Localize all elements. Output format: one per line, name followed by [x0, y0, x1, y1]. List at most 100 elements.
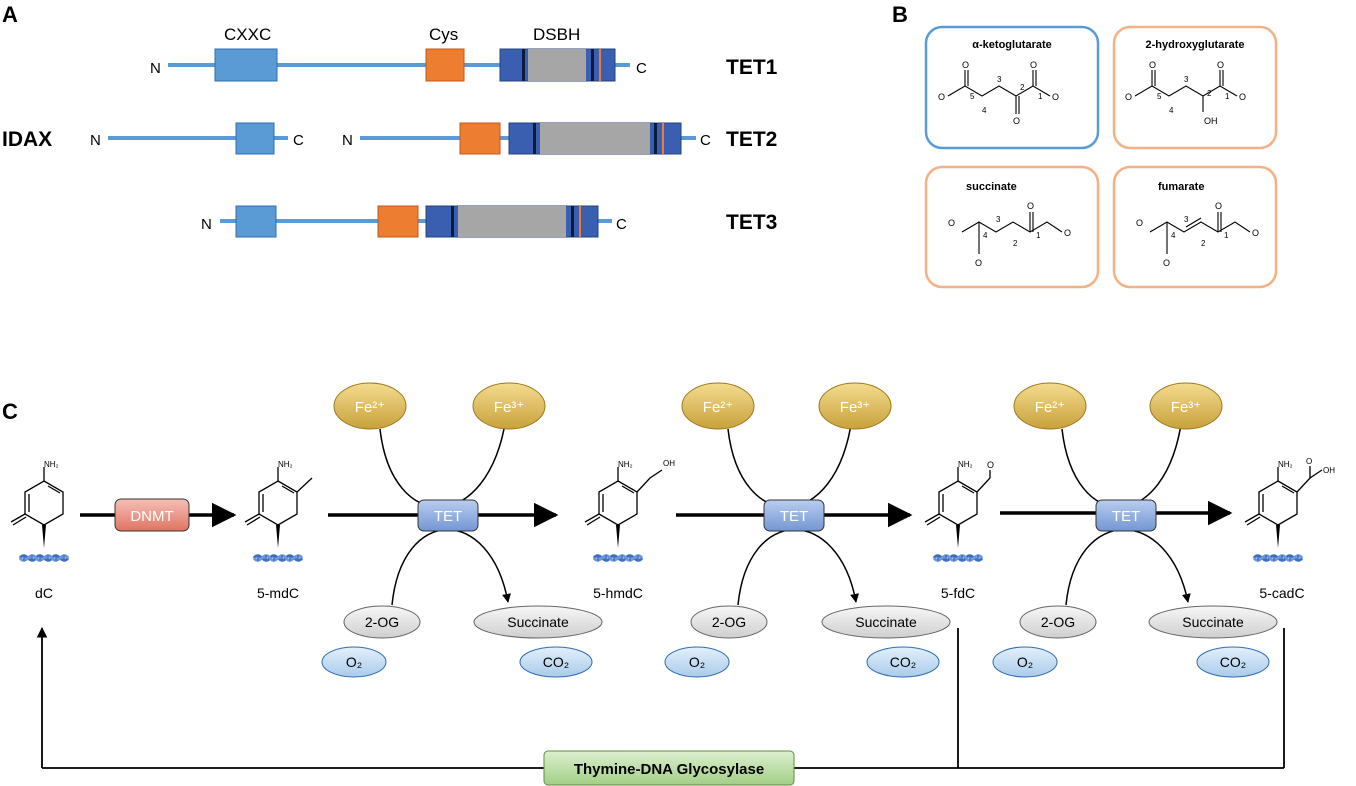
tet2-schematic [360, 122, 696, 155]
og-label: 2-OG [365, 614, 399, 630]
fe2-label: Fe²⁺ [703, 399, 733, 416]
dc-structure: NH₂ [10, 460, 70, 563]
co2-label: CO₂ [890, 654, 916, 670]
5fdc-structure: NH₂ O [924, 460, 994, 563]
fumarate-c2: 2 [1201, 239, 1206, 248]
nucleoside-dc: dC [35, 585, 53, 601]
hg-box: 2-hydroxyglutarate O O O O OH 5 4 3 2 1 [1112, 25, 1278, 150]
akg-c1: 1 [1038, 92, 1043, 101]
tdg-return-path [36, 626, 1285, 769]
nh2-label: NH₂ [958, 460, 973, 469]
nucleoside-5fdc: 5-fdC [941, 585, 975, 601]
succinate-box: succinate O O O O 4 3 2 1 [924, 165, 1100, 289]
nucleoside-5mdc: 5-mdC [257, 585, 299, 601]
succinate-label: Succinate [507, 614, 569, 630]
hg-o: O [1239, 92, 1246, 102]
akg-c2: 2 [1020, 83, 1025, 92]
o-label: O [987, 460, 994, 470]
succinate-label: Succinate [1182, 614, 1244, 630]
tet3-label: TET3 [726, 211, 777, 234]
cys-label: Cys [429, 25, 458, 44]
fumarate-o: O [1215, 201, 1222, 211]
idax-n-terminus: N [90, 132, 101, 149]
fumarate-o: O [1163, 258, 1170, 268]
fumarate-name: fumarate [1158, 181, 1204, 193]
og-label: 2-OG [1041, 614, 1075, 630]
fumarate-o: O [1136, 218, 1143, 228]
succinate-name: succinate [966, 181, 1017, 193]
tet3-c-terminus: C [616, 216, 627, 233]
succinate-o: O [975, 258, 982, 268]
nh2-label: NH₂ [44, 460, 59, 469]
tet3-schematic [220, 205, 612, 238]
o-label: O [1306, 457, 1312, 466]
akg-box: α-ketoglutarate O O O O O 5 4 3 2 1 [924, 25, 1100, 150]
tet2-label: TET2 [726, 128, 777, 151]
hg-c2: 2 [1207, 89, 1212, 98]
5hmdc-structure: NH₂ OH [584, 459, 675, 563]
fumarate-c3: 3 [1184, 215, 1189, 224]
oh-label: OH [1323, 466, 1335, 475]
succinate-o: O [948, 218, 955, 228]
hg-c4: 4 [1169, 106, 1174, 115]
tet1-n-terminus: N [150, 60, 161, 77]
tdg-box [543, 750, 795, 786]
tet2-c-terminus: C [700, 132, 711, 149]
hg-o: O [1125, 92, 1132, 102]
tet-label: TET [434, 508, 462, 525]
panel-c-letter: C [2, 399, 18, 424]
hg-c5: 5 [1157, 92, 1162, 101]
co2-label: CO₂ [543, 654, 569, 670]
fumarate-c1: 1 [1224, 231, 1229, 240]
akg-c5: 5 [970, 92, 975, 101]
fe3-label: Fe³⁺ [1171, 399, 1201, 416]
o2-label: O₂ [1017, 654, 1033, 670]
og-label: 2-OG [712, 614, 746, 630]
fe2-label: Fe²⁺ [1035, 399, 1065, 416]
akg-o: O [1052, 92, 1059, 102]
oh-label: OH [663, 459, 675, 468]
tet-step-2 [664, 382, 951, 678]
tet1-c-terminus: C [636, 60, 647, 77]
tet1-schematic [168, 48, 630, 82]
succinate-c4: 4 [983, 231, 988, 240]
o2-label: O₂ [346, 654, 362, 670]
hg-name: 2-hydroxyglutarate [1145, 39, 1244, 51]
fumarate-box: fumarate O O O O 4 3 2 1 [1112, 165, 1278, 289]
akg-c3: 3 [997, 75, 1002, 84]
tet-label: TET [780, 508, 808, 525]
dnmt-box [114, 498, 190, 532]
tet-label: TET [1112, 508, 1140, 525]
dsbh-label: DSBH [533, 25, 580, 44]
idax-label: IDAX [2, 128, 52, 151]
dnmt-label: DNMT [130, 508, 173, 525]
akg-o: O [1030, 60, 1037, 70]
tet1-label: TET1 [726, 56, 778, 79]
succinate-label: Succinate [855, 614, 917, 630]
hg-c3: 3 [1184, 75, 1189, 84]
nucleoside-5hmdc: 5-hmdC [593, 585, 643, 601]
akg-o: O [1013, 116, 1020, 126]
tet3-n-terminus: N [201, 216, 212, 233]
idax-c-terminus: C [293, 132, 304, 149]
o2-label: O₂ [689, 654, 705, 670]
nucleoside-5cadc: 5-cadC [1259, 585, 1304, 601]
idax-schematic [108, 122, 288, 155]
nh2-label: NH₂ [618, 460, 633, 469]
succinate-o: O [1027, 201, 1034, 211]
hg-oh: OH [1204, 116, 1218, 126]
hg-c1: 1 [1225, 92, 1230, 101]
akg-c4: 4 [982, 106, 987, 115]
hg-o: O [1217, 60, 1224, 70]
akg-o: O [938, 92, 945, 102]
succinate-o: O [1064, 228, 1071, 238]
nh2-label: NH₂ [278, 460, 293, 469]
fe3-label: Fe³⁺ [840, 399, 870, 416]
succinate-c3: 3 [996, 215, 1001, 224]
cxxc-label: CXXC [224, 25, 271, 44]
fe2-label: Fe²⁺ [355, 399, 385, 416]
fe3-label: Fe³⁺ [494, 399, 524, 416]
fumarate-o: O [1252, 228, 1259, 238]
tet-step-1 [321, 382, 603, 678]
